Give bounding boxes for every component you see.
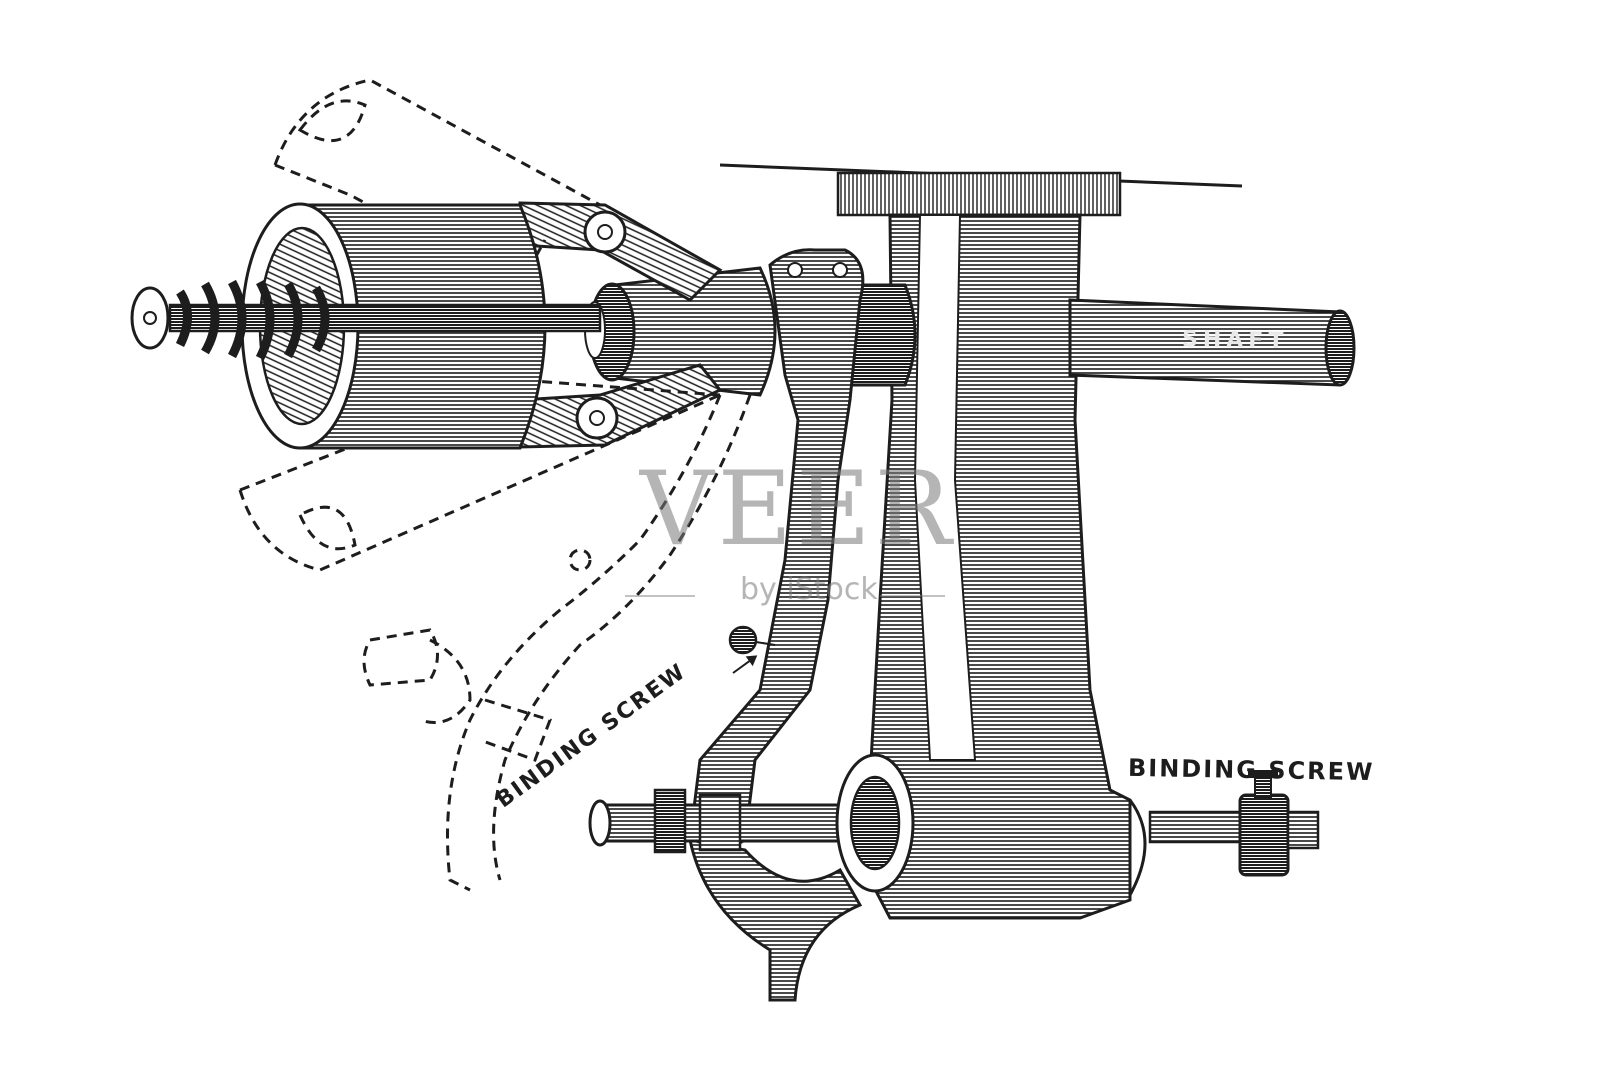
feed-screw — [130, 279, 602, 361]
swinging-arm — [688, 248, 865, 1002]
binding-screw-label-right: BINDING SCREW — [1127, 753, 1375, 787]
right-spindle — [1128, 770, 1320, 896]
main-standard — [863, 213, 1132, 920]
top-plate — [719, 163, 1243, 217]
watermark-rule-left — [625, 595, 695, 597]
watermark-rule-right — [880, 595, 945, 597]
alternate-arm-position — [362, 394, 752, 892]
binding-screw-knob — [728, 625, 776, 655]
watermark-brand: VEER — [640, 450, 956, 569]
bearing-hub — [848, 283, 917, 387]
watermark-sub: by iStock — [740, 572, 878, 607]
lower-spindle — [588, 753, 915, 893]
shaft — [1068, 298, 1356, 387]
shaft-label: SHAFT — [1181, 327, 1289, 354]
